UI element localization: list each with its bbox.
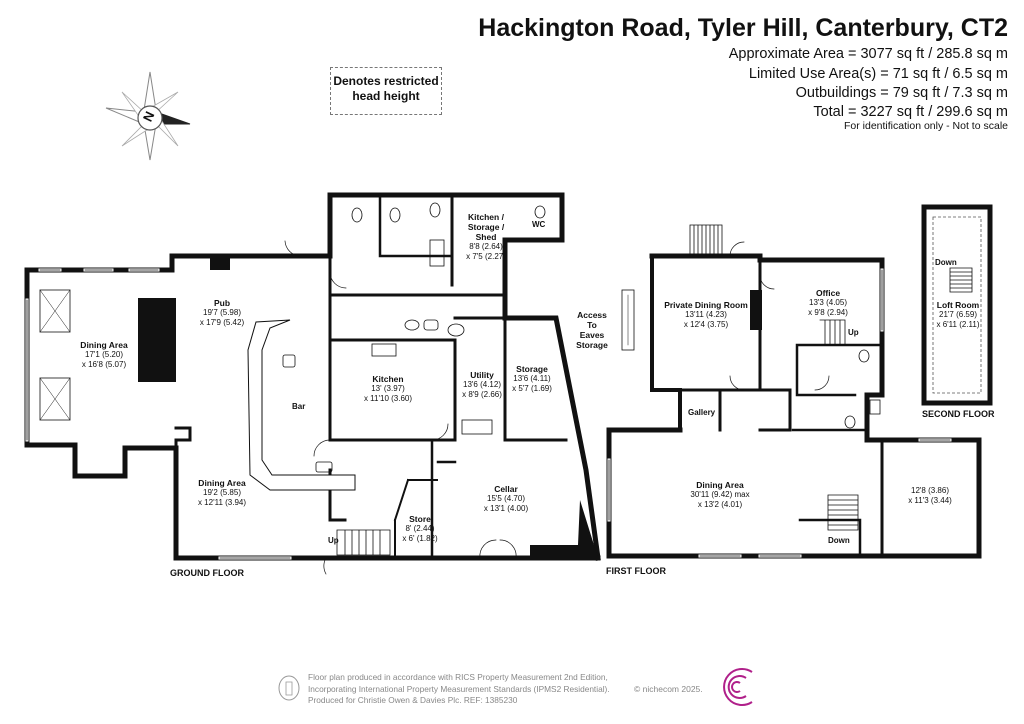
room-pub: Pub 19'7 (5.98) x 17'9 (5.42) [200,298,244,328]
room-kitchen-storage-shed: Kitchen / Storage / Shed 8'8 (2.64) x 7'… [466,212,506,262]
room-store: Store 8' (2.44) x 6' (1.82) [402,514,437,544]
access-line-1: Access [577,310,607,320]
first-floor-plan [606,224,982,559]
outbuildings-area: Outbuildings = 79 sq ft / 7.3 sq m [795,85,1008,101]
room-dim-2: x 16'8 (5.07) [81,360,127,369]
room-cellar: Cellar 15'5 (4.70) x 13'1 (4.00) [484,484,528,514]
office-stairs-up-label: Up [848,328,859,337]
legend-line-1: Denotes restricted [333,74,439,88]
room-loft: Loft Room 21'7 (6.59) x 6'11 (2.11) [936,300,979,330]
room-dim-2: x 5'7 (1.69) [512,384,552,393]
room-dim-1: 13' (3.97) [371,384,405,393]
room-name: Pub [213,298,231,308]
access-line-3: Eaves [579,330,605,340]
room-dim-1: 19'7 (5.98) [203,308,241,317]
footer-text: Floor plan produced in accordance with R… [308,672,610,707]
room-dim-1: 13'3 (4.05) [809,298,847,307]
room-utility: Utility 13'6 (4.12) x 8'9 (2.66) [462,370,502,400]
disclaimer-note: For identification only - Not to scale [844,120,1008,132]
room-name: Loft Room [936,300,980,310]
room-name: Kitchen [372,374,404,384]
footer-line-3: Produced for Christie Owen & Davies Plc.… [308,695,518,705]
room-dim-2: x 17'9 (5.42) [199,318,245,327]
first-floor-label: FIRST FLOOR [606,566,666,576]
ground-floor-plan [24,192,601,575]
room-dim-1: 15'5 (4.70) [487,494,525,503]
footer-line-1: Floor plan produced in accordance with R… [308,672,608,682]
second-floor-plan [921,204,993,406]
access-line-4: Storage [576,340,608,350]
second-floor-label: SECOND FLOOR [922,409,995,419]
room-name: Cellar [494,484,518,494]
room-name: Store [409,514,431,524]
rics-logo-icon [278,675,300,701]
room-name: Storage [516,364,548,374]
wc-label: WC [532,220,546,229]
room-dining-area-lower: Dining Area 19'2 (5.85) x 12'11 (3.94) [198,478,246,508]
room-dim-1: 13'6 (4.12) [463,380,501,389]
total-area: Total = 3227 sq ft / 299.6 sq m [813,104,1008,120]
room-private-dining: Private Dining Room 13'11 (4.23) x 12'4 … [664,300,748,330]
room-dim-1: 13'11 (4.23) [685,310,727,319]
room-dining-area-left: Dining Area 17'1 (5.20) x 16'8 (5.07) [80,340,127,370]
legend-line-2: head height [352,89,420,103]
room-name: Utility [470,370,494,380]
access-line-2: To [587,320,597,330]
gallery-label: Gallery [688,408,716,417]
room-name: Dining Area [80,340,128,350]
room-dim-1: 8'8 (2.64) [469,242,503,251]
room-name-line-1: Kitchen / [468,212,504,222]
room-dim-1: 21'7 (6.59) [939,310,977,319]
room-dining-area-first: Dining Area 30'11 (9.42) max x 13'2 (4.0… [690,480,749,510]
room-dim-2: x 7'5 (2.27) [466,252,506,261]
loft-stairs-down-label: Down [935,258,957,267]
room-dim-2: x 9'8 (2.94) [808,308,848,317]
room-name-line-2: Storage / [467,222,505,232]
room-name: Dining Area [696,480,744,490]
room-dim-2: x 12'11 (3.94) [197,498,247,507]
room-dim-2: x 6' (1.82) [402,534,438,543]
page-title: Hackington Road, Tyler Hill, Canterbury,… [478,14,1008,42]
room-dim-2: x 11'10 (3.60) [363,394,413,403]
access-eaves-storage-label: Access To Eaves Storage [576,310,608,350]
ground-floor-label: GROUND FLOOR [170,568,244,578]
room-dim-2: x 11'3 (3.44) [908,496,952,505]
room-name: Dining Area [198,478,246,488]
footer-line-2: Incorporating International Property Mea… [308,683,610,694]
limited-use-area: Limited Use Area(s) = 71 sq ft / 6.5 sq … [748,66,1008,82]
room-storage: Storage 13'6 (4.11) x 5'7 (1.69) [512,364,552,394]
room-dim-2: x 12'4 (3.75) [683,320,729,329]
room-dim-1: 13'6 (4.11) [513,374,551,383]
restricted-height-legend: Denotes restricted head height [330,67,442,115]
stairs-down-label: Down [828,536,850,545]
room-dim-2: x 8'9 (2.66) [462,390,502,399]
bar-label: Bar [292,402,306,411]
room-bedroom: 12'8 (3.86) x 11'3 (3.44) [908,486,952,506]
room-name-line-3: Shed [475,232,497,242]
room-dim-2: x 6'11 (2.11) [936,320,980,329]
room-dim-1: 12'8 (3.86) [911,486,949,495]
room-dim-1: 8' (2.44) [405,524,435,533]
compass-icon [105,71,191,161]
room-dim-2: x 13'2 (4.01) [697,500,743,509]
room-dim-2: x 13'1 (4.00) [483,504,529,513]
room-name: Office [815,288,841,298]
approximate-area: Approximate Area = 3077 sq ft / 285.8 sq… [728,46,1008,62]
room-dim-1: 17'1 (5.20) [84,350,123,359]
room-name: Private Dining Room [664,300,748,310]
brand-credit: © nichecom 2025. [634,684,703,694]
room-office: Office 13'3 (4.05) x 9'8 (2.94) [808,288,848,318]
room-kitchen: Kitchen 13' (3.97) x 11'10 (3.60) [364,374,412,404]
nichecom-logo-icon [723,668,753,706]
stairs-up-label: Up [328,536,339,545]
room-dim-1: 30'11 (9.42) max [690,490,750,499]
room-dim-1: 19'2 (5.85) [202,488,241,497]
